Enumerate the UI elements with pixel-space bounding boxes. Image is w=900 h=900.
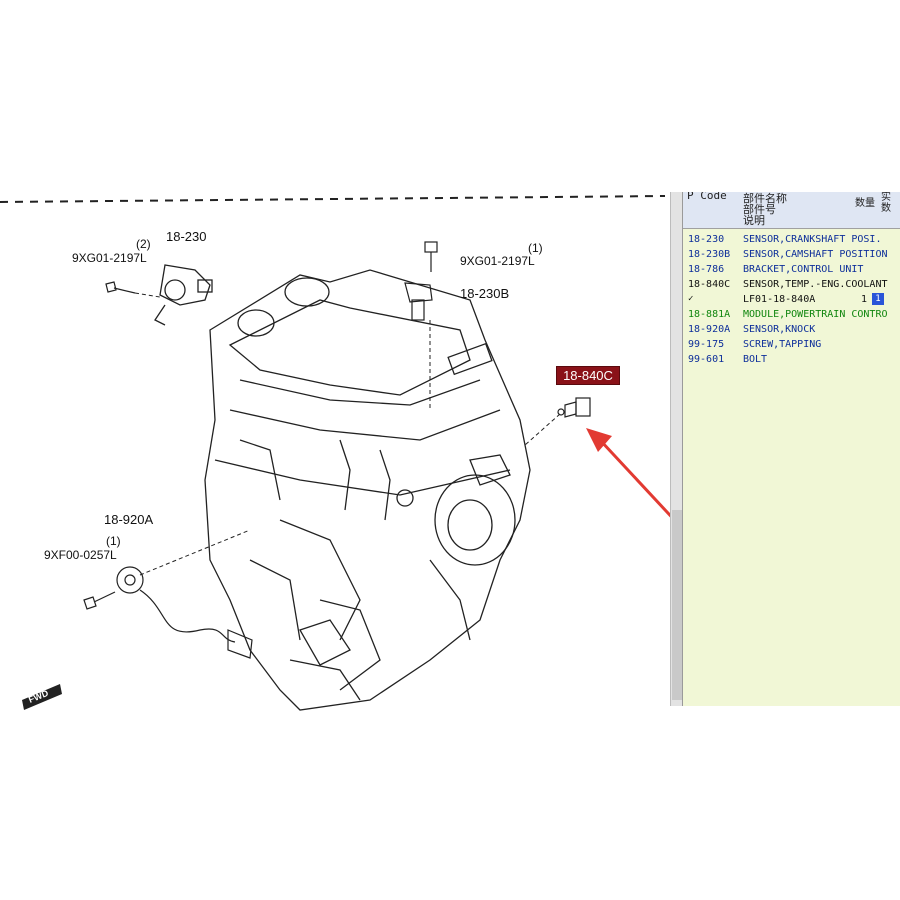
- part-desc: SCREW,TAPPING: [743, 339, 822, 350]
- header-code: P Code: [687, 192, 727, 202]
- part-code: 99-601: [688, 354, 725, 365]
- knock-sensor-label: 18-920A: [104, 512, 153, 527]
- header-name-1: 部件名称: [743, 192, 787, 205]
- parts-row[interactable]: 99-601 BOLT: [683, 352, 900, 367]
- parts-subrow[interactable]: ✓ LF01-18-840A 1 1: [683, 292, 900, 307]
- qty-input[interactable]: 1: [872, 293, 884, 305]
- knock-sensor: [116, 566, 253, 659]
- leader-knock: [139, 529, 251, 576]
- parts-row[interactable]: 18-786 BRACKET,CONTROL UNIT: [683, 262, 900, 277]
- part-desc: SENSOR,TEMP.-ENG.COOLANT: [743, 279, 888, 290]
- cam-sensor-label: 18-230B: [460, 286, 509, 301]
- highlighted-part-label[interactable]: 18-840C: [556, 366, 620, 385]
- dashed-border: [0, 195, 666, 203]
- header-qty: 数量: [855, 198, 875, 209]
- bolt-left-qty: (2): [136, 237, 151, 251]
- part-desc: BRACKET,CONTROL UNIT: [743, 264, 864, 275]
- engine-block: [204, 269, 531, 711]
- parts-row[interactable]: 18-230 SENSOR,CRANKSHAFT POSI.: [683, 232, 900, 247]
- leader-left: [134, 292, 161, 298]
- bolt-knock-ref: 9XF00-0257L: [44, 548, 117, 562]
- part-number: LF01-18-840A: [743, 294, 816, 305]
- parts-list-panel: P Code 部件名称 部件号 说明 数量 实数 18-230 SENSOR,C…: [682, 192, 900, 706]
- parts-row[interactable]: 18-881A MODULE,POWERTRAIN CONTRO: [683, 307, 900, 322]
- bolt-left: [105, 281, 136, 294]
- bolt-knock: [83, 591, 116, 610]
- crankshaft-sensor: [154, 264, 213, 326]
- header-extra: 实数: [881, 192, 891, 214]
- part-code: 18-881A: [688, 309, 731, 320]
- parts-row[interactable]: 99-175 SCREW,TAPPING: [683, 337, 900, 352]
- camshaft-sensor: [404, 241, 438, 321]
- fwd-marker: FWD: [22, 684, 62, 710]
- parts-row-selected[interactable]: 18-840C SENSOR,TEMP.-ENG.COOLANT: [683, 277, 900, 292]
- parts-row[interactable]: 18-920A SENSOR,KNOCK: [683, 322, 900, 337]
- checkmark-icon: ✓: [688, 294, 694, 304]
- coolant-temp-sensor: [557, 397, 591, 418]
- part-code: 18-920A: [688, 324, 731, 335]
- part-desc: SENSOR,CRANKSHAFT POSI.: [743, 234, 882, 245]
- scrollbar-thumb[interactable]: [672, 510, 682, 700]
- header-name-3: 说明: [743, 214, 765, 227]
- part-desc: BOLT: [743, 354, 768, 365]
- bolt-left-ref: 9XG01-2197L: [72, 251, 147, 265]
- bolt-top-ref: 9XG01-2197L: [460, 254, 535, 268]
- part-desc: SENSOR,CAMSHAFT POSITION: [743, 249, 888, 260]
- part-code: 18-840C: [688, 279, 731, 290]
- parts-row[interactable]: 18-230B SENSOR,CAMSHAFT POSITION: [683, 247, 900, 262]
- header-name-2: 部件号: [743, 203, 776, 216]
- part-code: 18-230B: [688, 249, 731, 260]
- part-desc: SENSOR,KNOCK: [743, 324, 816, 335]
- parts-list-header: P Code 部件名称 部件号 说明 数量 实数: [683, 192, 900, 229]
- bolt-top-qty: (1): [528, 241, 543, 255]
- part-code: 18-786: [688, 264, 725, 275]
- part-desc: MODULE,POWERTRAIN CONTRO: [743, 309, 888, 320]
- part-code: 99-175: [688, 339, 725, 350]
- crank-sensor-label: 18-230: [166, 229, 206, 244]
- part-qty: 1: [861, 294, 868, 305]
- knock-qty: (1): [106, 534, 121, 548]
- part-code: 18-230: [688, 234, 725, 245]
- leader-coolant: [524, 413, 561, 446]
